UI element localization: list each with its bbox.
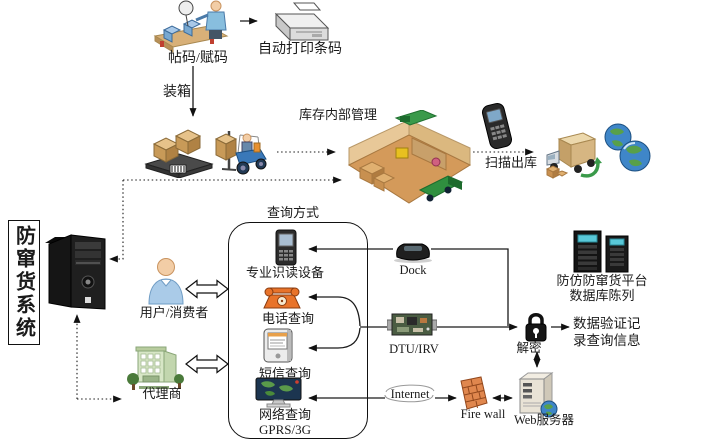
- firewall-icon: [458, 375, 491, 412]
- inventory-mgmt-label: 库存内部管理: [298, 107, 377, 122]
- scan-out-label: 扫描出库: [484, 155, 537, 170]
- phone-query-label: 电话查询: [261, 311, 314, 326]
- consumer-label: 用户/消费者: [139, 305, 209, 320]
- decrypt-label: 解密: [516, 341, 542, 355]
- tower-icon: [45, 229, 110, 311]
- reader-icon: [269, 229, 303, 267]
- dock-label: Dock: [399, 263, 427, 277]
- platform-db-label-line1: 防仿防窜货平台: [556, 273, 648, 288]
- dtu-icon: [386, 312, 438, 338]
- reader-label: 专业识读设备: [245, 265, 324, 280]
- user-icon: [143, 256, 189, 306]
- platform-db-label-line2: 数据库陈列: [569, 288, 635, 303]
- scanner-icon: [469, 102, 525, 150]
- sms-icon: [257, 327, 301, 366]
- coding-label: 帖码/赋码: [168, 51, 228, 66]
- query-methods-box: [228, 222, 368, 439]
- data-verify-label-line1: 数据验证记: [573, 316, 641, 331]
- double-arrows: [185, 279, 229, 374]
- webserver-icon: [514, 369, 561, 418]
- dtu-label: DTU/IRV: [389, 342, 439, 356]
- web-server-label: Web服务器: [513, 413, 575, 427]
- forklift-icon: [214, 123, 276, 180]
- warehouse-icon: [344, 109, 476, 209]
- query-title: 查询方式: [266, 205, 319, 220]
- phone-icon: [260, 285, 304, 310]
- gprs-label: GPRS/3G: [258, 422, 312, 437]
- packing-label: 装箱: [163, 85, 191, 100]
- consumer-double-arrow: [185, 279, 229, 299]
- data-verify-label-line2: 录查询信息: [573, 333, 641, 348]
- internet-cloud-sketch: [384, 384, 435, 403]
- lock-icon: [522, 309, 550, 344]
- agent-label: 代理商: [142, 386, 182, 401]
- sms-query-label: 短信查询: [258, 366, 311, 381]
- globes-icon: [602, 123, 653, 173]
- labeling-station-icon: [150, 0, 242, 54]
- truck-icon: [545, 129, 602, 180]
- system-title: 防窜货系统: [12, 225, 35, 340]
- anti-diversion-system-box: 防窜货系统: [8, 220, 40, 345]
- auto-print-label: 自动打印条码: [258, 42, 342, 57]
- solid-connectors: [189, 17, 570, 402]
- network-query-label: 网络查询: [258, 407, 311, 422]
- network-icon: [253, 377, 306, 408]
- firewall-label: Fire wall: [460, 407, 506, 421]
- pallet-icon: [142, 126, 216, 179]
- servers-icon: [570, 229, 635, 274]
- internet-label: Internet: [390, 387, 430, 401]
- agent-icon: [127, 340, 185, 392]
- agent-double-arrow: [185, 354, 229, 374]
- dock-icon: [392, 237, 434, 264]
- printer-icon: [262, 2, 332, 50]
